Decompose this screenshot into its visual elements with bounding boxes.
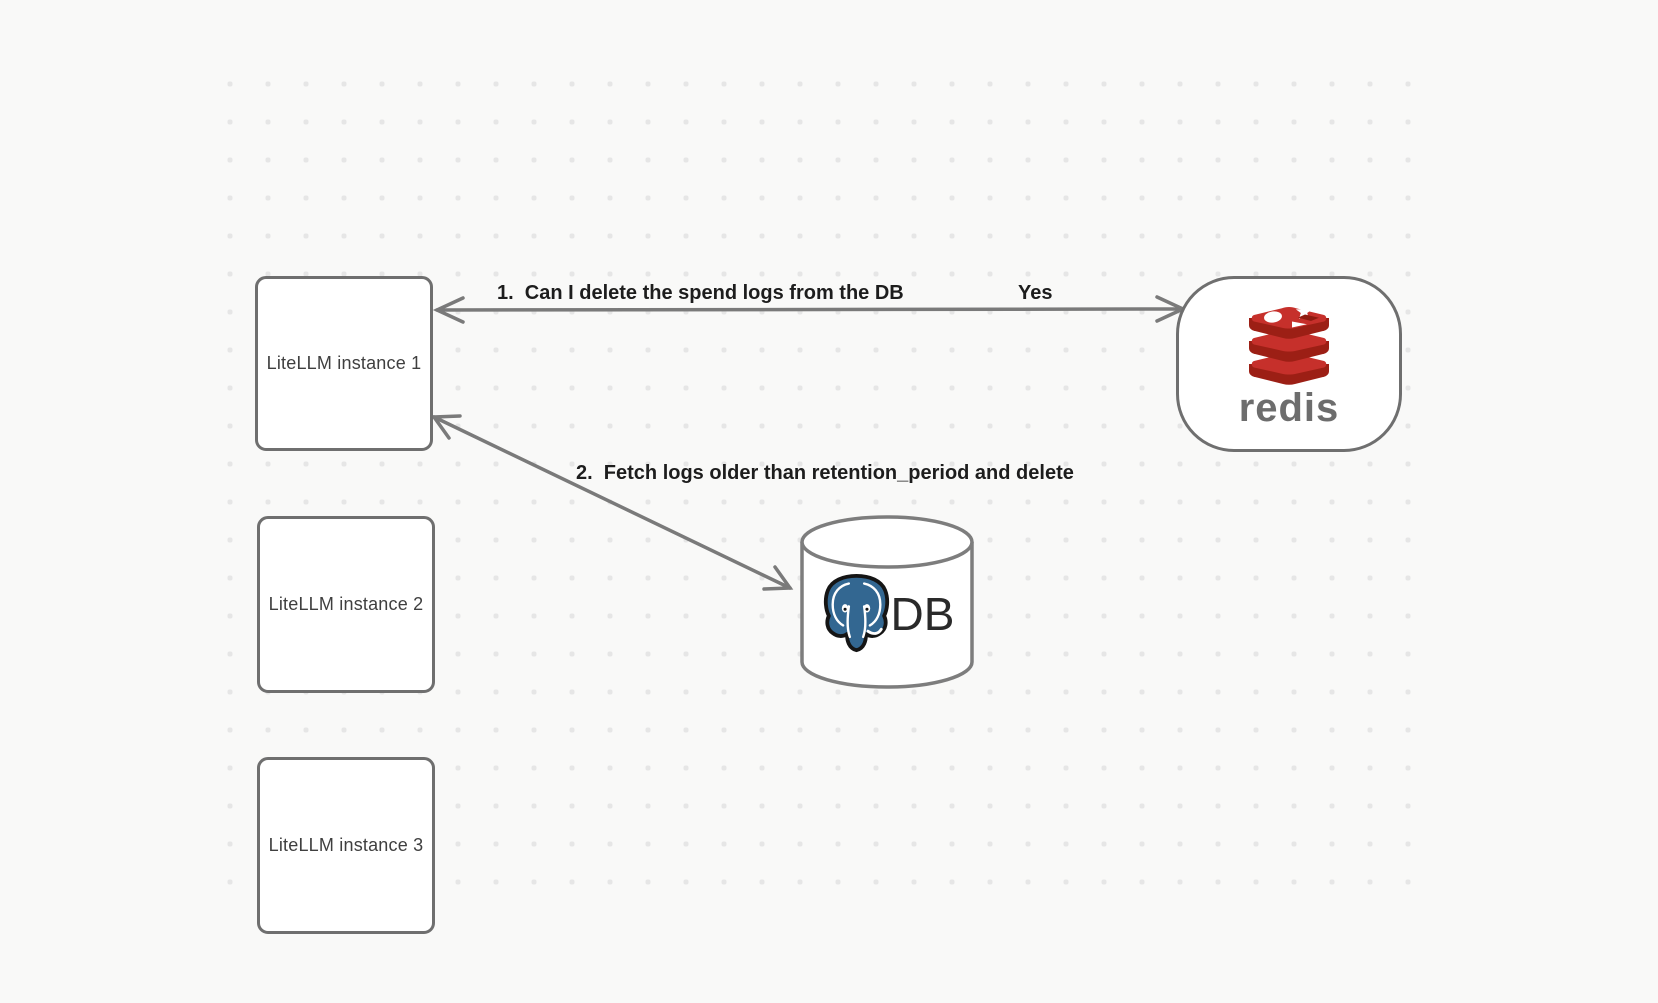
node-label: LiteLLM instance 2 — [268, 594, 424, 614]
arrow1-answer-label[interactable]: Yes — [1018, 282, 1053, 304]
arrow1-question-label[interactable]: 1. Can I delete the spend logs from the … — [497, 282, 904, 304]
redis-logo-icon — [1249, 306, 1329, 385]
node-litellm-instance-1[interactable]: LiteLLM instance 1 — [255, 276, 433, 451]
node-label: LiteLLM instance 1 — [266, 353, 422, 373]
node-litellm-instance-2[interactable]: LiteLLM instance 2 — [257, 516, 435, 693]
node-label: LiteLLM instance 3 — [268, 835, 424, 855]
node-litellm-instance-3[interactable]: LiteLLM instance 3 — [257, 757, 435, 934]
node-redis[interactable]: redis — [1176, 276, 1402, 452]
postgresql-icon — [823, 574, 889, 653]
redis-wordmark: redis — [1238, 386, 1340, 430]
arrow2-label[interactable]: 2. Fetch logs older than retention_perio… — [576, 462, 1074, 484]
node-database[interactable]: DB — [799, 514, 975, 690]
db-label: DB — [890, 588, 955, 640]
